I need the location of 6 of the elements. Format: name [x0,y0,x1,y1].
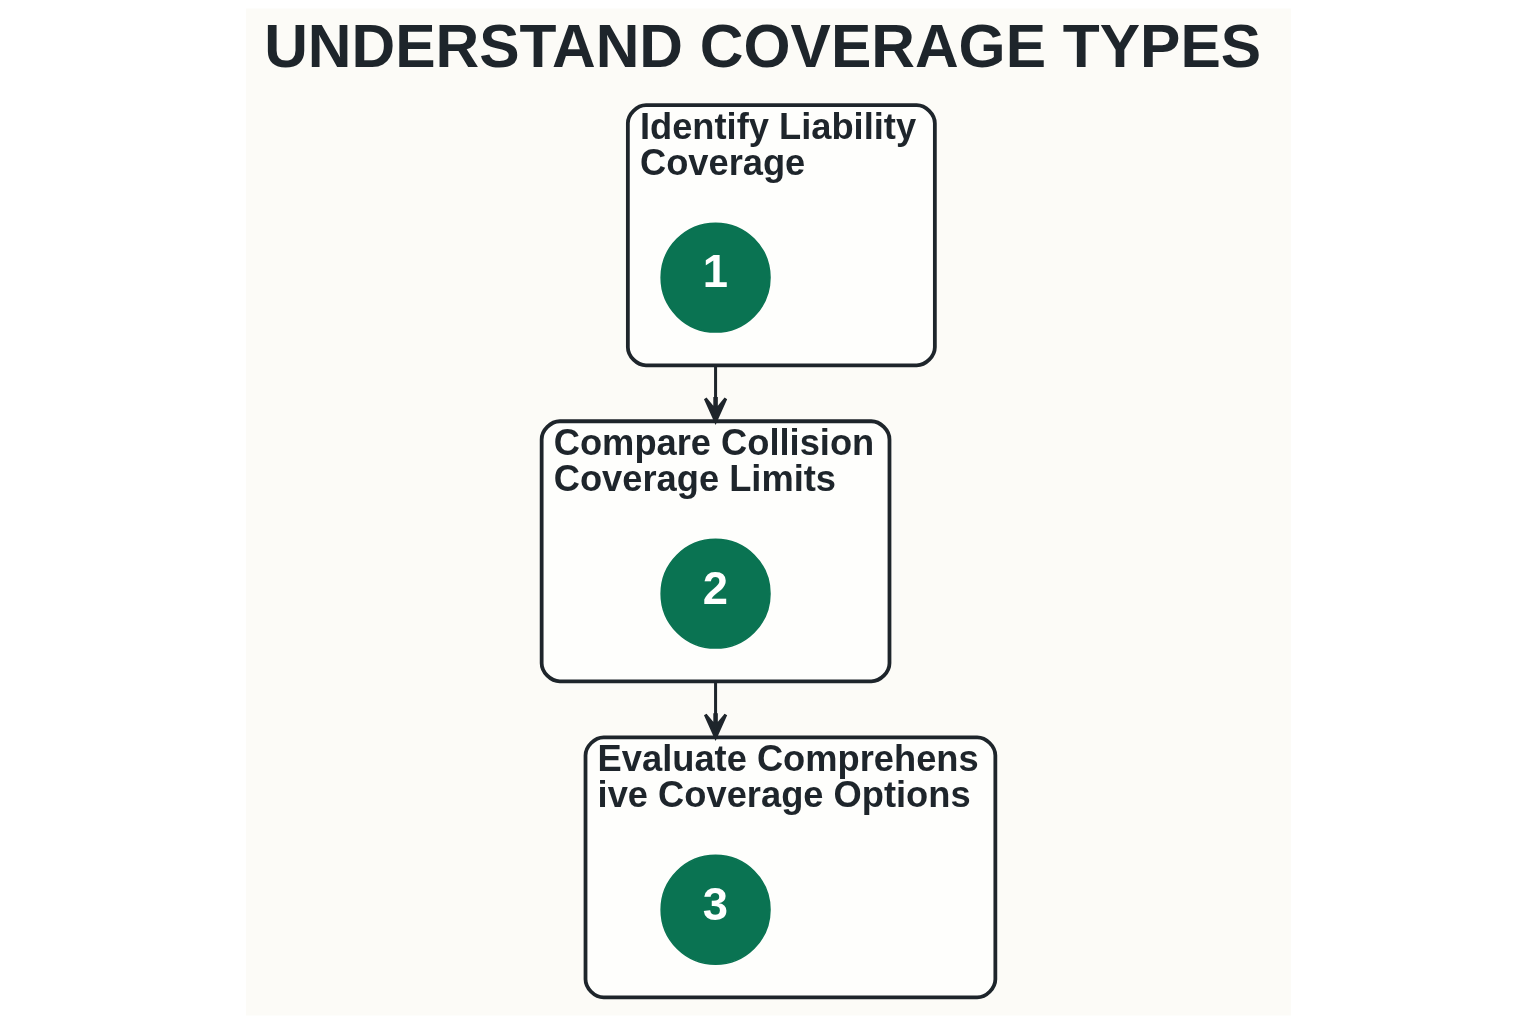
node-circle: 1 [659,222,771,333]
arrow [703,365,727,423]
node-circle: 2 [659,538,771,649]
node-circle: 3 [659,854,771,965]
diagram-title: UNDERSTAND COVERAGE TYPES [263,12,1261,81]
arrow [703,681,727,739]
